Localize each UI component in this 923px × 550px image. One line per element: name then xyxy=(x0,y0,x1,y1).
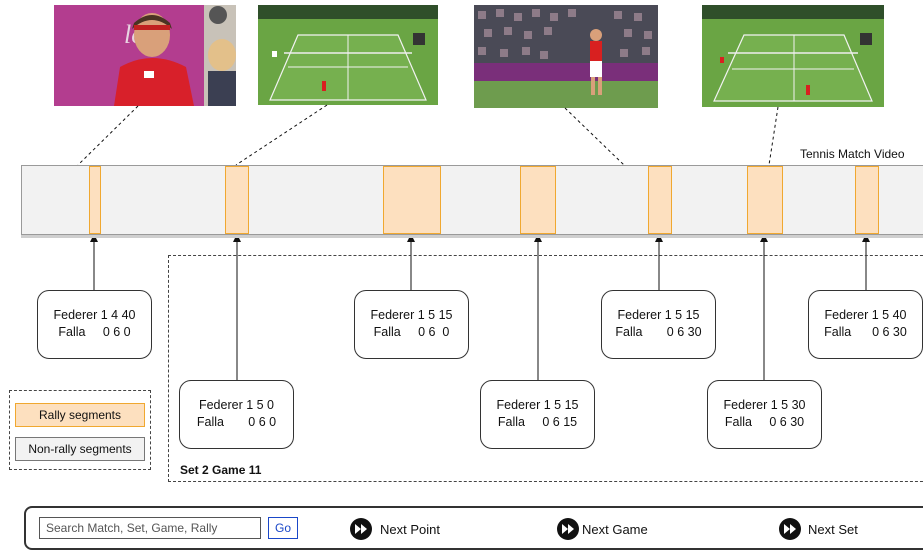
player-closeup-thumbnail: lond xyxy=(54,5,236,106)
score-box[interactable]: Federer 1 5 15 Falla 0 6 0 xyxy=(354,290,469,359)
score-box[interactable]: Federer 1 5 15 Falla 0 6 30 xyxy=(601,290,716,359)
next-set-label: Next Set xyxy=(808,521,858,537)
legend-nonrally-segments: Non-rally segments xyxy=(15,437,145,461)
fast-forward-icon xyxy=(350,518,372,540)
score-box[interactable]: Federer 1 5 0 Falla 0 6 0 xyxy=(179,380,294,449)
next-point-button[interactable]: Next Point xyxy=(350,517,440,541)
score-line-federer: Federer 1 5 40 xyxy=(824,308,907,322)
score-line-falla: Falla 0 6 0 xyxy=(373,325,450,339)
rally-segment[interactable] xyxy=(648,166,672,234)
set-game-region xyxy=(168,255,923,482)
score-box[interactable]: Federer 1 5 15 Falla 0 6 15 xyxy=(480,380,595,449)
court-wide-thumbnail-1 xyxy=(258,5,438,105)
rally-segment[interactable] xyxy=(747,166,783,234)
legend: Rally segments Non-rally segments xyxy=(9,390,151,470)
score-line-federer: Federer 1 5 0 xyxy=(198,398,275,412)
rally-segment[interactable] xyxy=(225,166,249,234)
score-line-falla: Falla 0 6 30 xyxy=(824,325,907,339)
score-line-falla: Falla 0 6 30 xyxy=(615,325,702,339)
rally-segment[interactable] xyxy=(89,166,101,234)
score-line-falla: Falla 0 6 15 xyxy=(497,415,578,429)
court-wide-thumbnail-2 xyxy=(702,5,884,107)
thumbnail-link-3 xyxy=(564,107,625,166)
next-game-label: Next Game xyxy=(582,521,648,537)
score-line-federer: Federer 1 5 15 xyxy=(496,398,579,412)
set-game-label: Set 2 Game 11 xyxy=(180,463,262,477)
score-line-federer: Federer 1 5 15 xyxy=(617,308,700,322)
score-box[interactable]: Federer 1 5 40 Falla 0 6 30 xyxy=(808,290,923,359)
score-line-falla: Falla 0 6 30 xyxy=(724,415,805,429)
rally-segment[interactable] xyxy=(520,166,556,234)
go-button[interactable]: Go xyxy=(268,517,298,539)
search-input[interactable] xyxy=(39,517,261,539)
score-box[interactable]: Federer 1 5 30 Falla 0 6 30 xyxy=(707,380,822,449)
rally-segment[interactable] xyxy=(855,166,879,234)
crowd-player-thumbnail xyxy=(474,5,658,108)
thumbnail-link-4 xyxy=(768,106,779,166)
score-line-federer: Federer 1 4 40 xyxy=(53,308,136,322)
score-line-federer: Federer 1 5 15 xyxy=(370,308,453,322)
rally-segment[interactable] xyxy=(383,166,441,234)
fast-forward-icon xyxy=(557,518,579,540)
score-line-federer: Federer 1 5 30 xyxy=(723,398,806,412)
control-bar: Go Next Point Next Game Next Set xyxy=(24,506,923,550)
next-set-button[interactable]: Next Set xyxy=(779,517,858,541)
score-line-falla: Falla 0 6 0 xyxy=(58,325,131,339)
video-timeline[interactable] xyxy=(21,165,923,235)
fast-forward-icon xyxy=(779,518,801,540)
score-line-falla: Falla 0 6 0 xyxy=(196,415,277,429)
thumbnail-link-1 xyxy=(77,105,139,166)
thumbnail-link-2 xyxy=(235,104,328,166)
score-box[interactable]: Federer 1 4 40 Falla 0 6 0 xyxy=(37,290,152,359)
legend-rally-segments: Rally segments xyxy=(15,403,145,427)
next-point-label: Next Point xyxy=(380,521,440,537)
next-game-button[interactable]: Next Game xyxy=(557,517,648,541)
video-label: Tennis Match Video xyxy=(800,147,905,161)
